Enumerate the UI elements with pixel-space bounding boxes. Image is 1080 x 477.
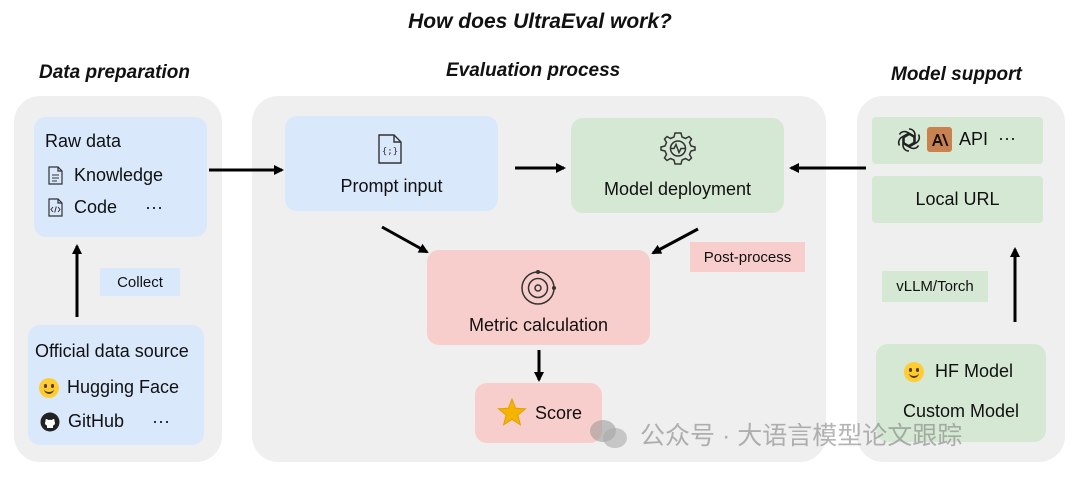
post-process-label: Post-process	[690, 242, 805, 272]
github-icon	[40, 412, 60, 431]
raw-data-title: Raw data	[45, 131, 122, 151]
official-data-source-box: Official data source Hugging Face GitHub…	[28, 325, 204, 445]
anthropic-icon	[927, 127, 952, 152]
official-item-github: GitHub ···	[40, 411, 170, 432]
watermark: 公众号 · 大语言模型论文跟踪	[590, 416, 962, 452]
gear-icon	[660, 132, 696, 165]
hf-model-label: HF Model	[935, 361, 1014, 381]
svg-text:{;}: {;}	[382, 147, 398, 157]
raw-data-item-code: Code ···	[48, 197, 163, 218]
diagram-title: How does UltraEval work?	[408, 10, 672, 33]
prompt-input-label: Prompt input	[340, 176, 443, 196]
official-item-label: GitHub	[68, 411, 125, 431]
openai-icon	[897, 128, 921, 152]
official-item-label: Hugging Face	[67, 377, 180, 397]
api-label: API	[959, 129, 989, 149]
target-gear-icon	[521, 270, 556, 305]
prompt-input-box: {;} Prompt input	[285, 116, 498, 211]
vllm-torch-label: vLLM/Torch	[882, 271, 988, 302]
official-data-source-title: Official data source	[35, 341, 189, 361]
wechat-icon	[590, 418, 630, 450]
arrow-prompt-to-metric	[381, 225, 429, 254]
hf-model-row: HF Model	[904, 361, 1013, 382]
star-icon	[497, 398, 527, 426]
api-box: API ···	[872, 117, 1043, 164]
raw-data-box: Raw data Knowledge Code ···	[34, 117, 207, 237]
code-file-icon	[48, 198, 63, 217]
metric-calculation-box: Metric calculation	[427, 250, 650, 345]
raw-data-item-knowledge: Knowledge	[48, 165, 163, 186]
custom-model-label: Custom Model	[902, 401, 1020, 421]
hugging-face-icon	[39, 377, 59, 398]
official-data-more: ···	[152, 411, 171, 431]
arrow-deployment-to-metric	[651, 227, 699, 255]
score-label: Score	[535, 403, 583, 423]
api-more: ···	[998, 128, 1016, 148]
score-box: Score	[475, 383, 602, 443]
model-deployment-box: Model deployment	[571, 118, 784, 213]
local-url-box: Local URL	[872, 176, 1043, 223]
code-file-icon: {;}	[378, 134, 402, 164]
raw-data-item-label: Code	[74, 197, 118, 217]
model-deployment-label: Model deployment	[603, 179, 752, 199]
section-title-evaluation-process: Evaluation process	[446, 60, 621, 81]
metric-calculation-label: Metric calculation	[468, 315, 609, 335]
raw-data-item-label: Knowledge	[74, 165, 164, 185]
hf-model-box: HF Model Custom Model	[876, 344, 1046, 442]
watermark-text: 公众号 · 大语言模型论文跟踪	[640, 422, 963, 450]
official-item-hugging-face: Hugging Face	[39, 377, 179, 398]
section-title-model-support: Model support	[891, 64, 1022, 85]
document-icon	[48, 166, 63, 185]
hugging-face-icon	[904, 361, 924, 382]
collect-label: Collect	[100, 268, 180, 296]
raw-data-more: ···	[145, 197, 164, 217]
section-title-data-preparation: Data preparation	[39, 62, 190, 83]
